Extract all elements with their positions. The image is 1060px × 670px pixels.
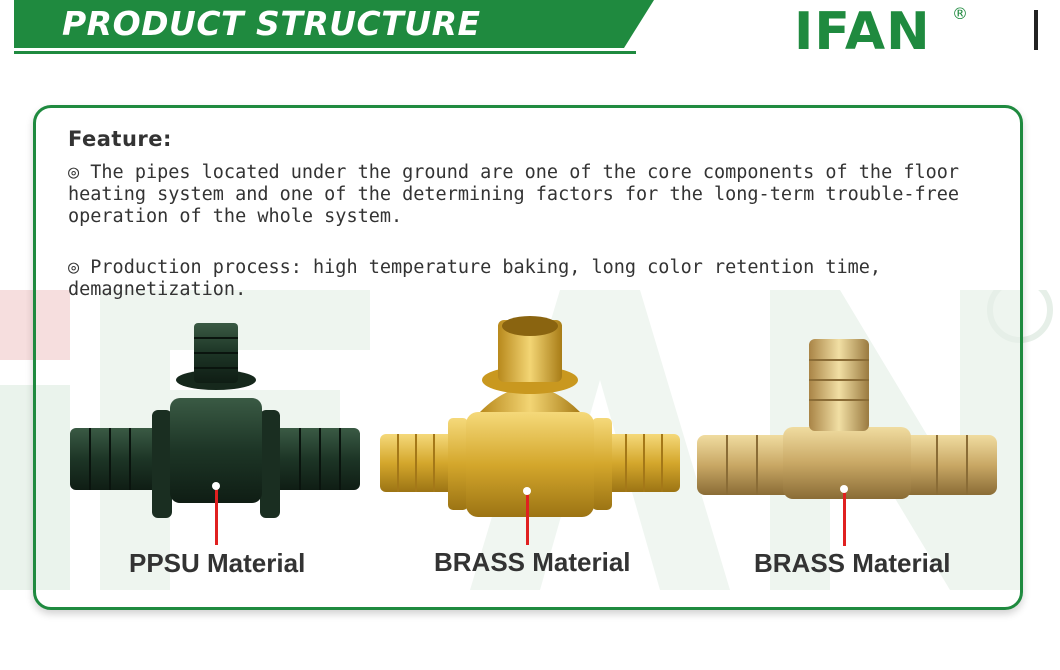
leader-line bbox=[843, 488, 846, 546]
registered-mark: ® bbox=[952, 4, 968, 23]
leader-line bbox=[215, 485, 218, 545]
brass-tee-fitting bbox=[380, 316, 680, 517]
header-rule bbox=[14, 51, 636, 54]
feature-point-2: ◎ Production process: high temperature b… bbox=[68, 257, 882, 300]
product-label-brass-1: BRASS Material bbox=[434, 547, 631, 577]
page-title: PRODUCT STRUCTURE bbox=[62, 4, 481, 43]
leader-dot bbox=[523, 487, 531, 495]
edge-mark bbox=[1034, 10, 1038, 50]
brass-reducing-tee-fitting bbox=[697, 339, 997, 499]
logo-text: IFAN bbox=[794, 2, 931, 62]
feature-heading: Feature: bbox=[68, 127, 172, 151]
feature-point-1: ◎ The pipes located under the ground are… bbox=[68, 162, 960, 227]
brand-logo: IFAN ® bbox=[794, 4, 974, 60]
product-label-brass-2: BRASS Material bbox=[754, 548, 951, 578]
leader-dot bbox=[840, 485, 848, 493]
feature-card bbox=[33, 105, 1023, 610]
product-label-ppsu: PPSU Material bbox=[129, 548, 306, 578]
ppsu-tee-fitting bbox=[70, 323, 360, 518]
header-banner bbox=[14, 0, 654, 48]
leader-dot bbox=[212, 482, 220, 490]
leader-line bbox=[526, 490, 529, 545]
